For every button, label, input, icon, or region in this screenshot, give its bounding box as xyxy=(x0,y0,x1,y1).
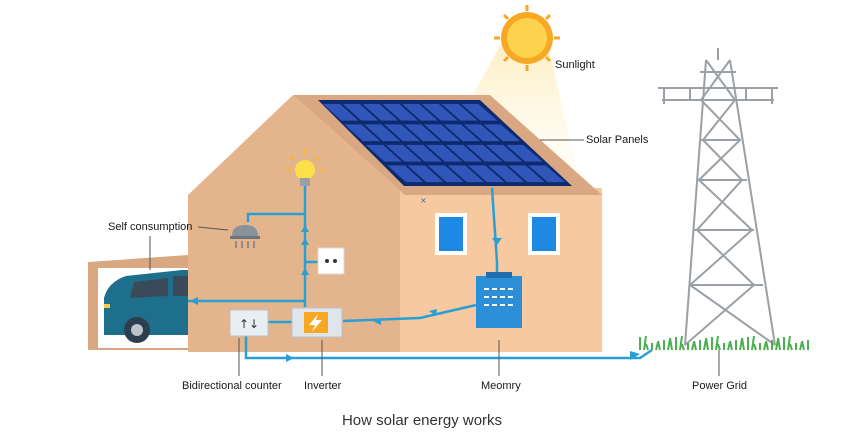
solar-cell xyxy=(385,144,422,162)
label-inverter: Inverter xyxy=(304,380,342,392)
solar-panel-array xyxy=(318,100,572,186)
wire-arrows xyxy=(190,225,640,362)
label-bidirectional-counter: Bidirectional counter xyxy=(182,380,282,392)
cross-mark-icon: × xyxy=(420,196,427,205)
grass-blade xyxy=(717,343,721,351)
memory-battery-icon xyxy=(476,272,522,328)
power-socket-icon xyxy=(317,247,345,275)
solar-cell xyxy=(505,144,543,162)
grass-blade xyxy=(669,337,673,351)
solar-cell xyxy=(387,165,424,183)
solar-cell xyxy=(445,144,483,162)
grass-blade xyxy=(645,343,649,351)
light-bulb-icon xyxy=(286,149,324,186)
solar-cell xyxy=(342,103,379,121)
grass-blade xyxy=(729,340,733,351)
grass-blade xyxy=(741,337,745,351)
solar-cell xyxy=(463,124,501,142)
solar-cell xyxy=(528,165,566,183)
diagram-caption: How solar energy works xyxy=(342,412,502,429)
solar-cell xyxy=(427,165,464,183)
grass-blade xyxy=(681,343,685,351)
sunlight-beam xyxy=(470,28,578,175)
solar-cell xyxy=(405,144,442,162)
grass-blade xyxy=(753,343,757,351)
solar-cell xyxy=(461,103,498,121)
self-consumption-pointer xyxy=(197,226,229,231)
solar-cell xyxy=(467,165,505,183)
grass-blade xyxy=(789,343,793,351)
grass-blade xyxy=(679,335,683,351)
sun-icon xyxy=(494,5,560,71)
grass-blade xyxy=(787,335,791,351)
label-solar-panels: Solar Panels xyxy=(586,134,649,146)
window-right xyxy=(528,213,560,255)
solar-cell xyxy=(365,144,402,162)
solar-cell xyxy=(407,165,444,183)
solar-cell xyxy=(483,124,521,142)
grass-blade xyxy=(657,340,661,351)
grass xyxy=(639,335,809,351)
solar-cell xyxy=(488,165,525,183)
solar-cell xyxy=(447,165,485,183)
solar-cell xyxy=(465,144,503,162)
power-tower-icon xyxy=(658,48,778,346)
solar-cell xyxy=(423,124,461,142)
solar-cell xyxy=(382,103,419,121)
window-left xyxy=(435,213,467,255)
solar-cell xyxy=(421,103,458,121)
solar-cell xyxy=(364,124,401,142)
grass-blade xyxy=(765,340,769,351)
grass-blade xyxy=(777,337,781,351)
solar-cell xyxy=(384,124,421,142)
shower-icon xyxy=(230,225,260,248)
inverter-icon xyxy=(291,307,343,338)
label-self-consumption: Self consumption xyxy=(108,221,192,233)
car-icon xyxy=(104,270,188,343)
solar-cell xyxy=(485,144,523,162)
solar-cell xyxy=(344,124,381,142)
solar-cell xyxy=(443,124,481,142)
grass-blade xyxy=(643,335,647,351)
grass-blade xyxy=(751,335,755,351)
solar-cell xyxy=(362,103,399,121)
label-sunlight: Sunlight xyxy=(555,59,595,71)
grass-blade xyxy=(715,335,719,351)
solar-cell xyxy=(508,165,545,183)
grass-blade xyxy=(801,340,805,351)
solar-cell xyxy=(322,103,359,121)
house-front-wall xyxy=(188,95,405,352)
grass-blade xyxy=(693,340,697,351)
solar-cell xyxy=(404,124,441,142)
label-power-grid: Power Grid xyxy=(692,380,747,392)
label-memory: Meomry xyxy=(481,380,521,392)
grass-blade xyxy=(705,337,709,351)
bidirectional-counter-icon: ↑↓ xyxy=(229,309,269,337)
solar-cell xyxy=(425,144,463,162)
svg-text:↑↓: ↑↓ xyxy=(239,317,259,331)
solar-cell xyxy=(441,103,478,121)
solar-cell xyxy=(401,103,438,121)
